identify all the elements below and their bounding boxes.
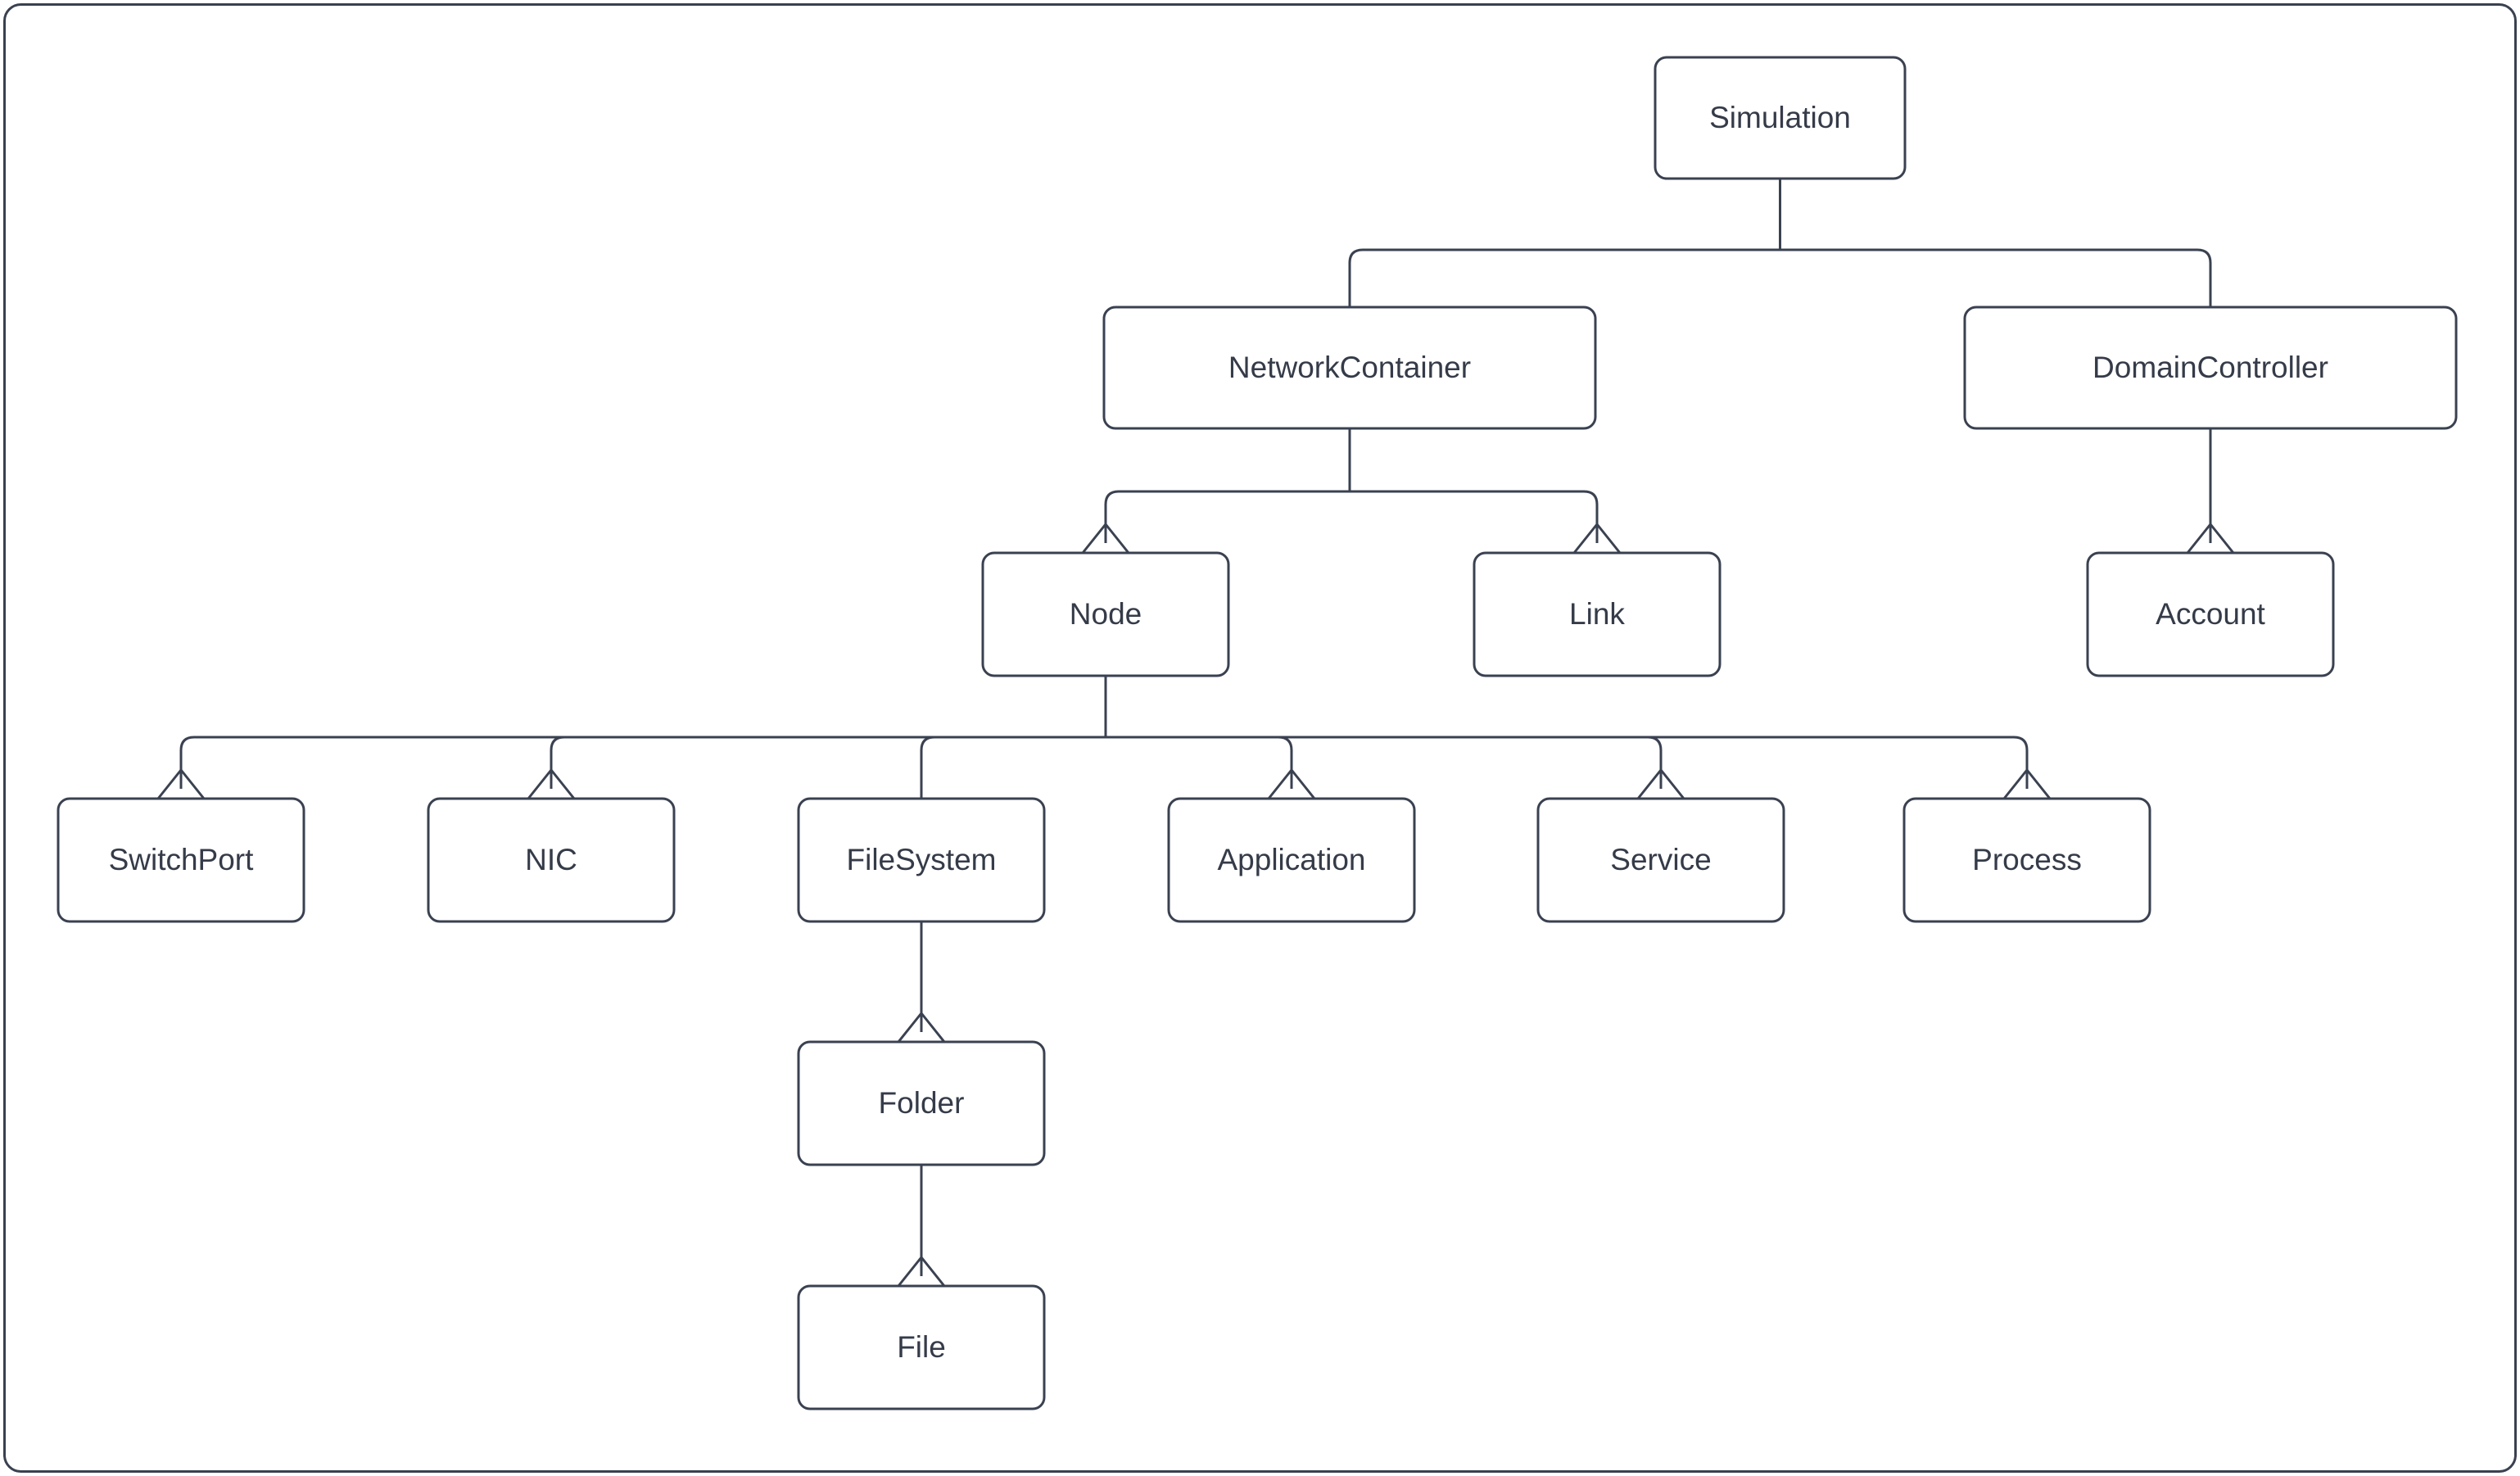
class-node-simulation[interactable]: Simulation bbox=[1654, 56, 1907, 180]
edge-networkcontainer-node bbox=[1104, 490, 1350, 543]
edge-node-nic bbox=[550, 736, 1106, 789]
class-box-folder[interactable] bbox=[797, 1040, 1046, 1166]
class-box-service[interactable] bbox=[1536, 797, 1785, 923]
class-node-filesystem[interactable]: FileSystem bbox=[797, 797, 1046, 923]
edge-networkcontainer-link bbox=[1350, 490, 1599, 543]
class-node-nic[interactable]: NIC bbox=[427, 797, 676, 923]
class-node-folder[interactable]: Folder bbox=[797, 1040, 1046, 1166]
edge-simulation-domaincontroller bbox=[1780, 248, 2212, 307]
edge-node-filesystem bbox=[920, 736, 1106, 799]
class-box-switchport[interactable] bbox=[57, 797, 305, 923]
class-box-networkcontainer[interactable] bbox=[1102, 306, 1597, 430]
arrowhead-switchport bbox=[156, 769, 206, 799]
edge-layer bbox=[156, 179, 2235, 1287]
class-box-application[interactable] bbox=[1167, 797, 1416, 923]
edge-simulation-networkcontainer bbox=[1348, 248, 1780, 307]
arrowhead-link bbox=[1572, 523, 1622, 554]
class-node-networkcontainer[interactable]: NetworkContainer bbox=[1102, 306, 1597, 430]
class-box-process[interactable] bbox=[1902, 797, 2151, 923]
arrowhead-service bbox=[1636, 769, 1685, 799]
class-node-service[interactable]: Service bbox=[1536, 797, 1785, 923]
class-box-node[interactable] bbox=[981, 551, 1230, 677]
arrowhead-file bbox=[897, 1256, 946, 1287]
class-node-domaincontroller[interactable]: DomainController bbox=[1963, 306, 2458, 430]
edge-node-switchport bbox=[179, 736, 1106, 789]
class-box-simulation[interactable] bbox=[1654, 56, 1907, 180]
arrowhead-folder bbox=[897, 1012, 946, 1043]
arrowhead-nic bbox=[527, 769, 576, 799]
class-node-account[interactable]: Account bbox=[2086, 551, 2335, 677]
class-box-filesystem[interactable] bbox=[797, 797, 1046, 923]
arrowhead-process bbox=[2002, 769, 2052, 799]
arrowhead-application bbox=[1267, 769, 1316, 799]
class-node-process[interactable]: Process bbox=[1902, 797, 2151, 923]
edge-node-process bbox=[1106, 736, 2029, 789]
class-box-account[interactable] bbox=[2086, 551, 2335, 677]
class-node-node[interactable]: Node bbox=[981, 551, 1230, 677]
class-node-link[interactable]: Link bbox=[1473, 551, 1721, 677]
arrowhead-account bbox=[2186, 523, 2235, 554]
class-box-nic[interactable] bbox=[427, 797, 676, 923]
class-box-domaincontroller[interactable] bbox=[1963, 306, 2458, 430]
class-node-switchport[interactable]: SwitchPort bbox=[57, 797, 305, 923]
class-node-application[interactable]: Application bbox=[1167, 797, 1416, 923]
class-node-file[interactable]: File bbox=[797, 1284, 1046, 1410]
arrowhead-node bbox=[1081, 523, 1130, 554]
class-box-link[interactable] bbox=[1473, 551, 1721, 677]
class-box-file[interactable] bbox=[797, 1284, 1046, 1410]
